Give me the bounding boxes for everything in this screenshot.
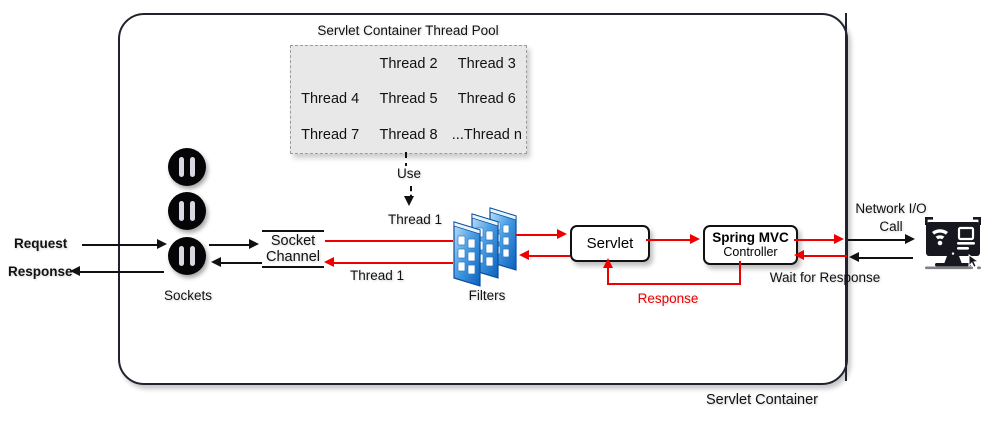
- socket-icon-bar: [179, 201, 184, 221]
- thread-cell: ...Thread n: [451, 127, 522, 144]
- servlet-to-filters-arrowhead-icon: [519, 250, 529, 260]
- network-io-label-line1: Network I/O: [855, 201, 927, 216]
- channel-to-socket-line: [220, 262, 262, 265]
- remote-server-monitor-icon: [917, 215, 989, 277]
- socket-icon: [168, 237, 206, 275]
- thread-cell: Thread 3: [457, 55, 516, 72]
- response-label: Response: [8, 264, 73, 279]
- response-loop-horizontal-line: [607, 283, 741, 286]
- socket-icon: [168, 192, 206, 230]
- thread-cell: Thread 6: [457, 91, 516, 108]
- use-arrowhead-icon: [404, 196, 414, 206]
- use-dashed-line-bottom: [410, 186, 412, 200]
- filters-to-servlet-arrowhead-icon: [557, 229, 567, 239]
- boundary-to-server-line: [848, 239, 908, 242]
- servlet-box[interactable]: Servlet: [570, 225, 650, 262]
- filters-icon: [450, 200, 522, 292]
- servlet-box-label: Servlet: [586, 235, 634, 252]
- servlet-to-controller-arrowhead-icon: [690, 234, 700, 244]
- thread-request-line: [325, 240, 453, 243]
- socket-channel-box: Socket Channel: [262, 230, 324, 268]
- filters-to-servlet-line: [516, 234, 560, 237]
- boundary-to-server-arrowhead-icon: [905, 234, 915, 244]
- socket-icon-bar: [179, 157, 184, 177]
- servlet-to-filters-line: [528, 255, 570, 258]
- request-arrowhead-icon: [157, 239, 167, 249]
- thread-cell: Thread 4: [301, 91, 360, 108]
- server-to-boundary-arrowhead-icon: [849, 252, 859, 262]
- thread-in-label: Thread 1: [387, 212, 443, 227]
- response-red-label: Response: [637, 291, 699, 306]
- servlet-container-label: Servlet Container: [705, 392, 819, 408]
- socket-to-channel-arrowhead-icon: [249, 239, 259, 249]
- request-label: Request: [14, 236, 68, 251]
- response-loop-arrowhead-icon: [603, 258, 613, 268]
- response-arrow-line: [78, 271, 164, 274]
- socket-icon-bar: [190, 157, 195, 177]
- socket-channel-label-line2: Channel: [265, 249, 320, 265]
- wait-for-response-label: Wait for Response: [769, 270, 881, 285]
- spring-mvc-subtitle: Controller: [723, 245, 778, 259]
- controller-to-boundary-line: [794, 239, 838, 242]
- use-label: Use: [386, 166, 432, 181]
- response-loop-up-line: [607, 268, 610, 284]
- socket-icon-bar: [179, 246, 184, 266]
- channel-to-socket-arrowhead-icon: [211, 257, 221, 267]
- thread-pool-title: Servlet Container Thread Pool: [317, 23, 499, 38]
- thread-cell: Thread 8: [379, 127, 438, 144]
- thread-response-arrowhead-icon: [324, 257, 334, 267]
- thread-response-line: [333, 262, 453, 265]
- container-right-edge-line: [845, 13, 848, 381]
- socket-to-channel-line: [209, 244, 252, 247]
- sockets-label: Sockets: [163, 288, 213, 303]
- network-io-label: Network I/O Call: [836, 200, 946, 236]
- server-to-boundary-line: [858, 257, 913, 260]
- response-loop-down-line: [739, 261, 742, 285]
- spring-mvc-controller-box[interactable]: Spring MVC Controller: [703, 225, 798, 265]
- boundary-to-controller-arrowhead-icon: [794, 250, 804, 260]
- response-arrowhead-icon: [70, 266, 80, 276]
- socket-icon: [168, 148, 206, 186]
- thread-cell: Thread 5: [379, 91, 438, 108]
- socket-icon-bar: [190, 201, 195, 221]
- thread-pool-box: Thread 2 Thread 3 Thread 4 Thread 5 Thre…: [290, 45, 527, 154]
- spring-mvc-title: Spring MVC: [712, 230, 789, 245]
- filters-label: Filters: [468, 288, 506, 303]
- thread-cell: Thread 2: [379, 55, 438, 72]
- network-io-label-line2: Call: [879, 219, 903, 234]
- request-arrow-line: [82, 244, 158, 247]
- servlet-to-controller-line: [646, 239, 692, 242]
- socket-icon-bar: [190, 246, 195, 266]
- thread-cell: Thread 7: [301, 127, 360, 144]
- boundary-to-controller-line: [803, 255, 847, 258]
- thread-out-label: Thread 1: [349, 268, 405, 283]
- controller-to-boundary-arrowhead-icon: [834, 234, 844, 244]
- socket-channel-label-line1: Socket: [270, 233, 316, 249]
